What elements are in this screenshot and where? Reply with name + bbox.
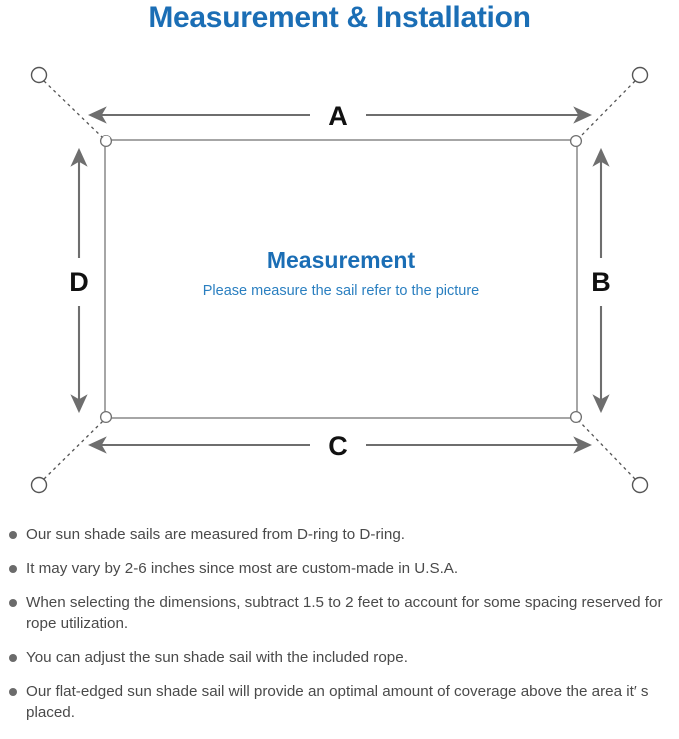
- dimension-arrow-d: D: [69, 147, 89, 414]
- dimension-label-d: D: [69, 267, 89, 297]
- rope-line-top-left: [43, 80, 104, 139]
- anchor-points: [30, 66, 649, 494]
- anchor-point-bottom-left: [30, 476, 48, 494]
- page-title: Measurement & Installation: [148, 1, 531, 34]
- dimension-label-a: A: [328, 101, 348, 131]
- d-rings: [99, 134, 583, 424]
- bullet-dot-icon: [9, 531, 17, 539]
- center-caption-title: Measurement: [267, 247, 416, 273]
- measurement-diagram: A C D B Measurement Please measure the s…: [30, 66, 649, 494]
- dotted-rope-lines: [43, 80, 636, 480]
- anchor-point-top-right: [631, 66, 649, 84]
- bullet-dot-icon: [9, 654, 17, 662]
- bullet-dot-icon: [9, 565, 17, 573]
- d-ring-bottom-left: [99, 410, 113, 424]
- dimension-arrow-c: C: [87, 431, 593, 461]
- list-item-text: When selecting the dimensions, subtract …: [26, 594, 663, 632]
- d-ring-bottom-right: [569, 410, 583, 424]
- rope-line-top-right: [578, 80, 636, 139]
- d-ring-top-left-fill: [103, 135, 111, 141]
- bullet-dot-icon: [9, 599, 17, 607]
- anchor-point-bottom-right: [631, 476, 649, 494]
- dimension-arrow-a: A: [87, 101, 593, 131]
- center-caption: Measurement Please measure the sail refe…: [203, 247, 479, 299]
- list-item-text: It may vary by 2-6 inches since most are…: [26, 560, 459, 577]
- list-item-text: You can adjust the sun shade sail with t…: [26, 649, 408, 666]
- center-caption-subtitle: Please measure the sail refer to the pic…: [203, 283, 479, 299]
- dimension-arrow-b: B: [591, 147, 611, 414]
- list-item: When selecting the dimensions, subtract …: [0, 592, 679, 634]
- list-item: You can adjust the sun shade sail with t…: [0, 647, 679, 668]
- sail-outline: [104, 139, 578, 419]
- anchor-point-top-left: [30, 66, 48, 84]
- list-item: Our flat-edged sun shade sail will provi…: [0, 681, 679, 723]
- dimension-label-c: C: [328, 431, 348, 461]
- bullet-dot-icon: [9, 688, 17, 696]
- rope-line-bottom-right: [578, 420, 636, 480]
- d-ring-top-right: [569, 134, 583, 148]
- list-item: It may vary by 2-6 inches since most are…: [0, 558, 679, 579]
- list-item: Our sun shade sails are measured from D-…: [0, 524, 679, 545]
- notes-list: Our sun shade sails are measured from D-…: [0, 524, 679, 736]
- list-item-text: Our flat-edged sun shade sail will provi…: [26, 683, 649, 721]
- list-item-text: Our sun shade sails are measured from D-…: [26, 526, 405, 543]
- dimension-label-b: B: [591, 267, 611, 297]
- rope-line-bottom-left: [43, 420, 104, 480]
